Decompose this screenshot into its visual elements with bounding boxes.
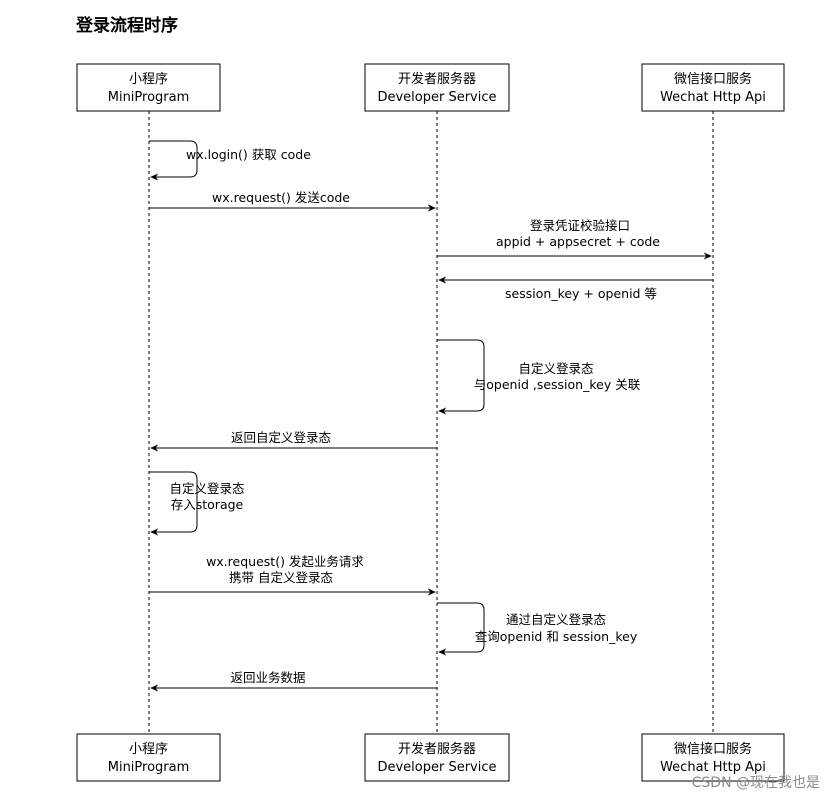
watermark-text: CSDN @现在我也是 [692, 775, 820, 791]
message-label: session_key + openid 等 [505, 286, 657, 301]
message-label: appid + appsecret + code [496, 234, 660, 249]
message-label: 返回自定义登录态 [231, 430, 331, 445]
message-label: 返回业务数据 [230, 670, 305, 685]
participant-developer-service-top: 开发者服务器 Developer Service [364, 63, 510, 112]
participant-miniprogram-bottom: 小程序 MiniProgram [76, 733, 221, 782]
participant-name: 小程序 [129, 742, 168, 757]
participant-name: 开发者服务器 [398, 741, 476, 757]
message-return-business-data: 返回业务数据 [150, 670, 437, 692]
message-return-custom-session: 返回自定义登录态 [150, 430, 437, 452]
participant-subname: Wechat Http Api [660, 760, 766, 775]
message-label: 存入storage [171, 497, 244, 512]
participant-subname: Developer Service [377, 90, 496, 105]
message-return-session-key: session_key + openid 等 [438, 276, 713, 301]
participant-name: 小程序 [129, 72, 168, 87]
participant-subname: Developer Service [377, 760, 496, 775]
message-wx-login: wx.login() 获取 code [149, 140, 311, 181]
message-send-code: wx.request() 发送code [149, 190, 436, 212]
participant-name: 微信接口服务 [674, 741, 752, 757]
message-query-session: 通过自定义登录态 查询openid 和 session_key [437, 602, 638, 656]
message-label: 通过自定义登录态 [506, 612, 606, 627]
message-label: 自定义登录态 [518, 361, 593, 376]
participant-subname: MiniProgram [108, 760, 190, 775]
message-label: 登录凭证校验接口 [530, 218, 630, 233]
self-call-arrow [437, 602, 485, 656]
participant-developer-service-bottom: 开发者服务器 Developer Service [364, 733, 510, 782]
self-call-arrow [149, 140, 198, 181]
participant-wechat-api-top: 微信接口服务 Wechat Http Api [641, 63, 785, 112]
participant-name: 微信接口服务 [674, 71, 752, 87]
message-label: 携带 自定义登录态 [229, 570, 333, 585]
diagram-title: 登录流程时序 [75, 15, 178, 36]
self-call-arrow [149, 471, 198, 536]
self-call-arrow [437, 339, 485, 415]
message-label: wx.login() 获取 code [186, 147, 311, 162]
message-label: 查询openid 和 session_key [475, 629, 638, 644]
participant-wechat-api-bottom: 微信接口服务 Wechat Http Api [641, 733, 785, 782]
participant-subname: Wechat Http Api [660, 90, 766, 105]
message-label: wx.request() 发送code [212, 190, 350, 205]
participant-miniprogram-top: 小程序 MiniProgram [76, 63, 221, 112]
message-label: 自定义登录态 [169, 481, 244, 496]
message-store-session: 自定义登录态 存入storage [149, 471, 245, 536]
participant-subname: MiniProgram [108, 90, 190, 105]
message-bind-custom-session: 自定义登录态 与openid ,session_key 关联 [437, 339, 641, 415]
participant-name: 开发者服务器 [398, 71, 476, 87]
message-label: wx.request() 发起业务请求 [206, 554, 364, 569]
message-code2session: 登录凭证校验接口 appid + appsecret + code [437, 218, 712, 260]
message-business-request: wx.request() 发起业务请求 携带 自定义登录态 [149, 554, 436, 596]
message-label: 与openid ,session_key 关联 [474, 377, 641, 392]
